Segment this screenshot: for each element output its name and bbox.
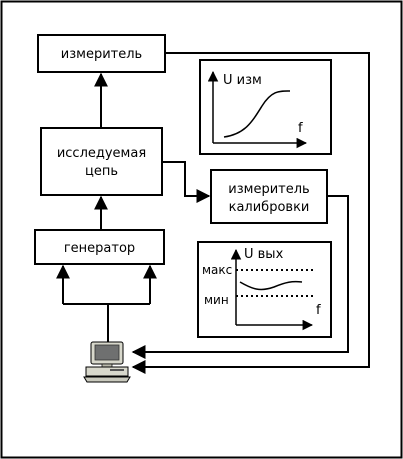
circuit-label-line1: исследуемая: [57, 146, 146, 161]
calibration-block: измеритель калибровки: [210, 169, 328, 224]
arrow-calibration-to-computer: [131, 195, 349, 359]
circuit-label-line2: цепь: [85, 164, 118, 179]
arrow-circuit-to-calibration: [162, 161, 211, 203]
calibration-label-line1: измеритель: [228, 182, 309, 197]
graph-bottom-x-label: f: [316, 303, 321, 318]
graph-bottom-max-label: макс: [202, 263, 232, 277]
meter-block: измеритель: [37, 34, 166, 73]
arrow-meter-to-computer: [131, 52, 370, 374]
graph-bottom-min-label: мин: [204, 293, 229, 307]
computer-icon: [83, 341, 131, 383]
graph-measured-voltage: U изм f: [199, 59, 332, 155]
generator-block: генератор: [34, 229, 165, 265]
wire-computer-to-generator: [63, 303, 109, 342]
calibration-label-line2: калибровки: [229, 200, 310, 215]
graph-top-y-label: U изм: [223, 73, 262, 88]
graph-output-voltage: U вых f макс мин: [197, 241, 332, 338]
graph-top-curve: [223, 90, 291, 138]
circuit-block: исследуемая цепь: [40, 127, 163, 196]
meter-label: измеритель: [61, 47, 142, 62]
graph-bottom-y-label: U вых: [244, 247, 284, 262]
generator-label: генератор: [64, 241, 135, 256]
graph-top-x-label: f: [298, 121, 303, 136]
graph-bottom-curve: [239, 280, 303, 291]
